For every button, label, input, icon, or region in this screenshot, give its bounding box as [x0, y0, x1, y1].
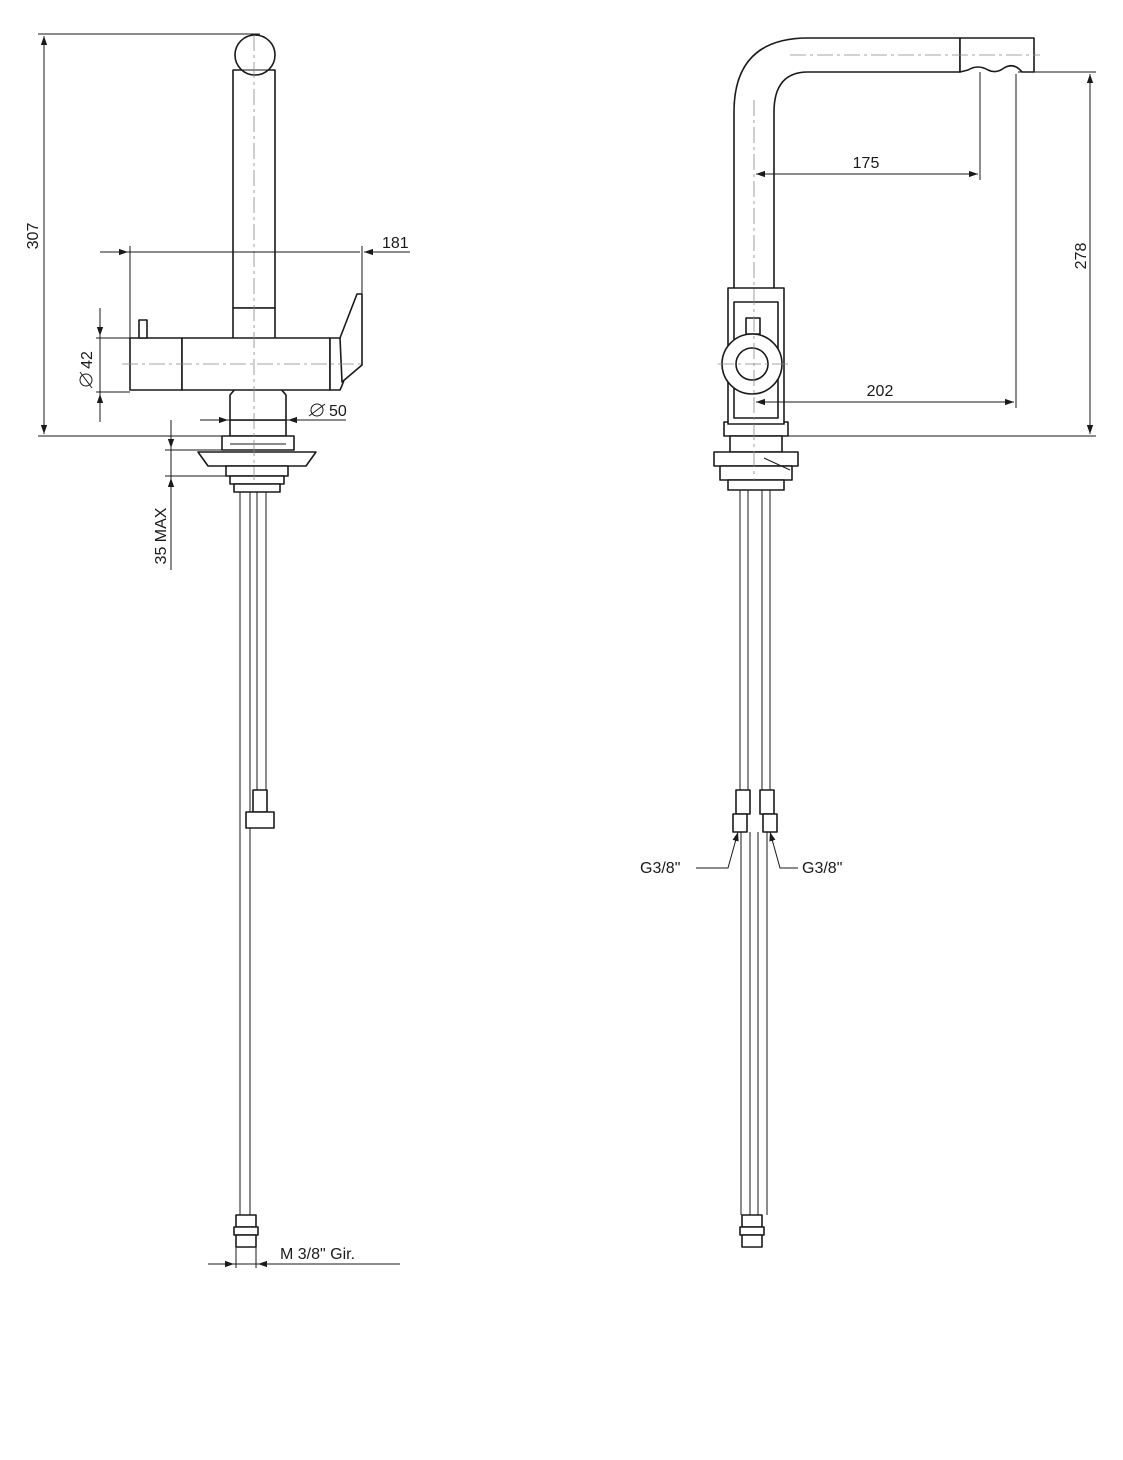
- dim-body-diameter: 42: [79, 308, 130, 422]
- dim-outlet-reach: 202: [756, 74, 1017, 408]
- dim-202-label: 202: [867, 383, 894, 400]
- leader-connection-right: G3/8": [769, 831, 842, 877]
- dim-307-label: 307: [25, 223, 42, 250]
- dim-181-label: 181: [382, 235, 409, 252]
- dim-278-label: 278: [1073, 243, 1090, 270]
- side-spout-tip: [959, 37, 1035, 73]
- dim-hose-thread: M 3/8" Gir.: [208, 1246, 400, 1268]
- dim-175-label: 175: [853, 155, 880, 172]
- side-body: [721, 287, 785, 425]
- dim-body-reach: 181: [100, 235, 410, 338]
- side-view: 175 202 278 G3/8" G3/8": [640, 37, 1096, 1248]
- dim-overall-height: 307: [25, 33, 260, 437]
- front-hoses: [233, 490, 275, 1248]
- diameter-symbol-icon: [79, 371, 93, 389]
- side-spout: [733, 37, 961, 311]
- dim-deck-thickness: 35 MAX: [153, 420, 226, 570]
- leader-connection-left: G3/8": [640, 831, 739, 877]
- front-view: 307 181 42: [25, 33, 410, 1268]
- dim-spout-height: 278: [788, 71, 1096, 437]
- dim-35max-label: 35 MAX: [153, 507, 170, 564]
- side-hoses: [732, 490, 778, 1248]
- dim-42-label: 42: [79, 351, 96, 369]
- dim-hose-thread-label: M 3/8" Gir.: [280, 1246, 355, 1263]
- diameter-symbol-icon: [308, 403, 326, 417]
- front-base-mount: [197, 419, 317, 493]
- connection-right-label: G3/8": [802, 860, 842, 877]
- dim-base-diameter: 50: [200, 403, 347, 424]
- side-base-mount: [713, 421, 799, 491]
- dim-50-label: 50: [329, 403, 347, 420]
- dim-spout-reach: 175: [756, 72, 981, 180]
- connection-left-label: G3/8": [640, 860, 680, 877]
